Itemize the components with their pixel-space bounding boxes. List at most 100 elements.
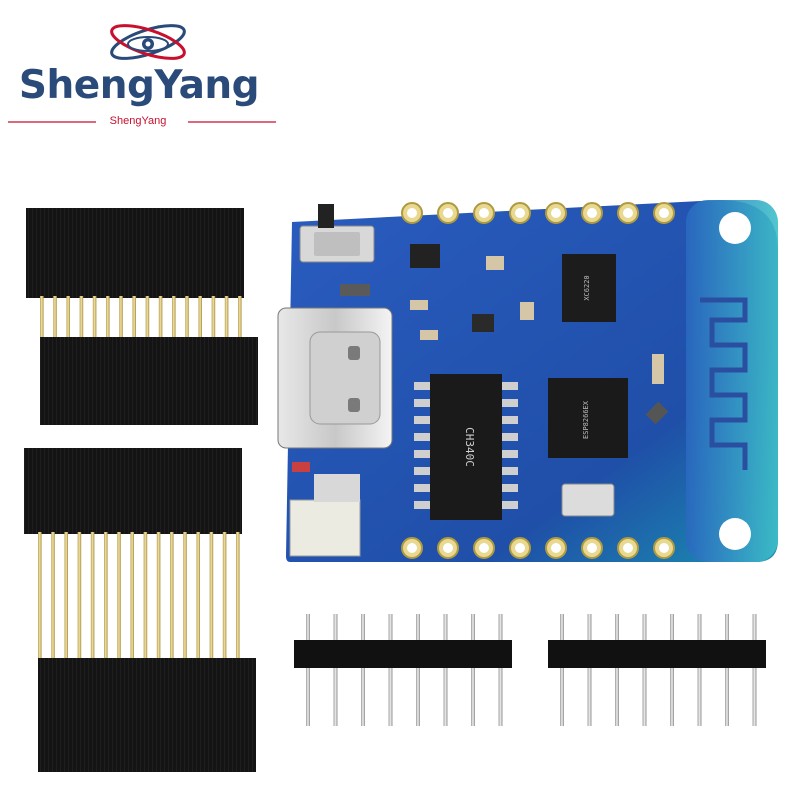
- gold-pin: [143, 532, 148, 660]
- socket-bottom-block: [40, 337, 258, 425]
- pad-hole: [479, 543, 489, 553]
- gold-pin: [117, 532, 121, 660]
- crystal-oscillator: [561, 483, 615, 517]
- chip-leg: [414, 450, 430, 458]
- status-led: [292, 462, 310, 472]
- gold-pin: [156, 532, 161, 660]
- antenna-area: [686, 200, 778, 562]
- pad-hole: [515, 208, 525, 218]
- pcb-antenna-trace: [700, 297, 748, 470]
- pad-hole: [551, 543, 561, 553]
- gold-pin: [119, 296, 123, 340]
- gold-pin: [183, 532, 187, 660]
- chip-leg: [414, 484, 430, 492]
- ch340c-label: CH340C: [463, 427, 476, 467]
- usb-c-port: [277, 307, 393, 449]
- silver-pin: [388, 614, 393, 726]
- silver-pin: [560, 614, 564, 726]
- gold-pin: [104, 532, 108, 660]
- mount-hole: [719, 212, 751, 244]
- gold-pin: [51, 532, 55, 660]
- socket-bottom-block: [38, 658, 256, 772]
- flash-chip: XC6220: [562, 254, 616, 322]
- esp8266-label: ESP8266EX: [582, 400, 590, 439]
- gold-pin: [238, 296, 242, 340]
- plastic-spacer: [294, 640, 512, 668]
- long-pin-row: [38, 532, 240, 660]
- socket-top-block: [24, 448, 242, 534]
- pad-hole: [623, 543, 633, 553]
- pad-hole: [407, 208, 417, 218]
- gold-pin: [196, 532, 200, 660]
- chip-leg: [414, 416, 430, 424]
- gold-pin: [145, 296, 150, 340]
- gold-pin: [211, 296, 216, 340]
- gold-pin: [172, 296, 176, 340]
- gold-pin: [222, 532, 227, 660]
- chip-leg: [502, 416, 518, 424]
- chip-leg: [502, 484, 518, 492]
- transistor: [472, 314, 494, 332]
- wemos-d1-mini-board: CH340C ESP8266EX XC6220: [277, 200, 778, 562]
- mount-hole: [719, 518, 751, 550]
- chip-leg: [414, 467, 430, 475]
- silver-pin: [443, 614, 448, 726]
- chip-leg: [414, 399, 430, 407]
- chip-leg: [414, 433, 430, 441]
- gold-pin: [158, 296, 163, 340]
- silver-pin: [725, 614, 729, 726]
- silver-pin: [361, 614, 365, 726]
- gold-pin: [224, 296, 229, 340]
- top-pad-row: [401, 202, 675, 224]
- silver-pin: [697, 614, 702, 726]
- gold-pin: [79, 296, 84, 340]
- gold-pin: [236, 532, 240, 660]
- chip-leg: [502, 382, 518, 390]
- silver-pin: [306, 614, 310, 726]
- pad-hole: [515, 543, 525, 553]
- brand-logo: [6, 8, 276, 138]
- chip-leg: [502, 501, 518, 509]
- pad-hole: [623, 208, 633, 218]
- esp8266-chip: ESP8266EX: [548, 378, 628, 458]
- female-header-long: [24, 448, 256, 772]
- brand-name: ShengYang: [18, 63, 260, 108]
- gold-pin: [66, 296, 70, 340]
- gold-pin: [132, 296, 136, 340]
- smd-component: [652, 354, 664, 384]
- plastic-spacer: [548, 640, 766, 668]
- bottom-pad-row: [401, 537, 675, 559]
- smd-component: [410, 300, 428, 310]
- reset-button: [299, 204, 375, 263]
- battery-connector: [289, 474, 361, 557]
- silver-pin: [587, 614, 592, 726]
- female-header-short: [26, 208, 258, 425]
- silver-pin: [416, 614, 420, 726]
- chip-leg: [502, 399, 518, 407]
- pad-hole: [587, 543, 597, 553]
- chip-leg: [414, 382, 430, 390]
- silver-pin: [670, 614, 674, 726]
- pad-hole: [443, 208, 453, 218]
- gold-pin: [90, 532, 95, 660]
- gold-pin: [130, 532, 134, 660]
- smd-component: [645, 401, 669, 425]
- ch340c-chip: CH340C: [414, 374, 518, 520]
- regulator-chip: [410, 244, 440, 268]
- smd-component: [340, 284, 370, 296]
- gold-pin: [38, 532, 42, 660]
- pad-hole: [407, 543, 417, 553]
- chip-leg: [502, 467, 518, 475]
- chip-leg: [502, 433, 518, 441]
- pad-hole: [659, 543, 669, 553]
- tagline-rule: [8, 121, 276, 123]
- eye-emblem-icon: [110, 24, 186, 60]
- male-pin-strip-left: [294, 614, 512, 726]
- pad-hole: [443, 543, 453, 553]
- socket-top-block: [26, 208, 244, 298]
- smd-component: [520, 302, 534, 320]
- male-pin-strip-right: [548, 614, 766, 726]
- brand-tagline: ShengYang: [109, 115, 167, 127]
- short-pin-row: [40, 296, 242, 340]
